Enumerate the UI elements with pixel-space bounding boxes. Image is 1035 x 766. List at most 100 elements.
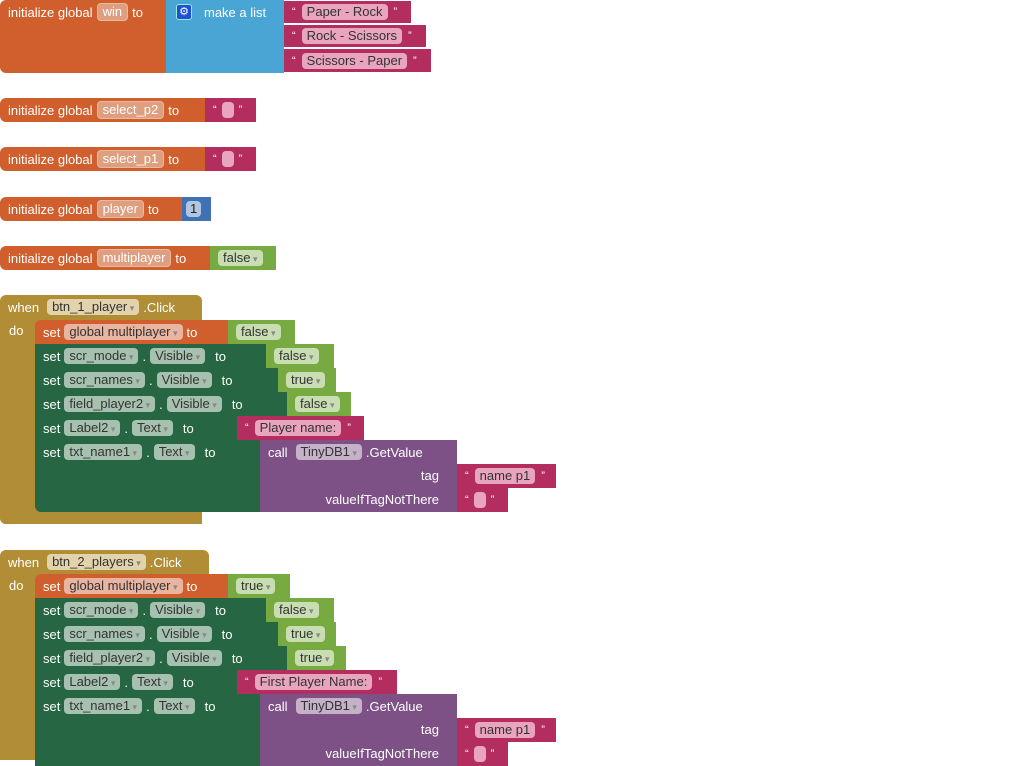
property-dropdown[interactable]: Visible [166,650,222,666]
tinydb-getvalue-call[interactable]: call TinyDB1 .GetValue tag valueIfTagNot… [260,440,457,512]
set-scr-mode-visible-statement[interactable]: set scr_mode . Visible to [35,598,266,622]
property-dropdown[interactable]: Visible [150,348,206,364]
boolean-dropdown[interactable]: true [286,626,326,642]
component-dropdown[interactable]: txt_name1 [64,444,143,460]
component-dropdown[interactable]: scr_names [64,626,145,642]
when-label: when [8,554,40,570]
var-name-field[interactable]: multiplayer [96,249,172,267]
boolean-dropdown[interactable]: false [236,324,281,340]
text-block[interactable]: “ Player name: ” [237,416,364,440]
set-global-multiplayer-statement[interactable]: set global multiplayer to [35,574,228,598]
boolean-block[interactable]: false [266,344,334,368]
property-dropdown[interactable]: Visible [156,626,212,642]
var-name-field[interactable]: select_p1 [96,150,165,168]
boolean-block[interactable]: false [210,246,276,270]
set-global-multiplayer-statement[interactable]: set global multiplayer to [35,320,228,344]
text-field[interactable]: Rock - Scissors [301,28,402,44]
text-field[interactable] [221,102,234,118]
empty-text-block[interactable]: “ ” [457,742,508,766]
tinydb-getvalue-call[interactable]: call TinyDB1 .GetValue tag valueIfTagNot… [260,694,457,766]
text-field[interactable]: Scissors - Paper [301,52,408,69]
property-dropdown[interactable]: Text [153,698,195,714]
text-block[interactable]: “ Scissors - Paper ” [284,49,431,72]
set-label: set [43,348,61,364]
empty-text-block[interactable]: “ ” [205,147,256,171]
component-dropdown[interactable]: TinyDB1 [295,444,362,460]
text-block[interactable]: “ Paper - Rock ” [284,1,411,23]
boolean-block[interactable]: false [228,320,295,344]
text-field[interactable] [221,151,234,167]
component-dropdown[interactable]: Label2 [64,420,121,436]
quote-close-icon: ” [541,724,545,736]
text-field[interactable] [473,492,486,508]
component-dropdown[interactable]: scr_mode [64,602,139,618]
property-dropdown[interactable]: Visible [150,602,206,618]
component-dropdown[interactable]: TinyDB1 [295,698,362,714]
property-dropdown[interactable]: Text [132,420,173,436]
text-block[interactable]: “ name p1 ” [457,464,556,488]
text-field[interactable]: name p1 [474,722,536,738]
set-txt-name1-text-statement[interactable]: set txt_name1 . Text to [35,694,260,766]
init-global-player-block[interactable]: initialize global player to [0,197,182,221]
set-label2-text-statement[interactable]: set Label2 . Text to [35,416,237,440]
text-field[interactable] [473,746,486,762]
text-field[interactable]: Paper - Rock [301,4,388,20]
component-dropdown[interactable]: Label2 [64,674,121,690]
boolean-dropdown[interactable]: true [286,372,326,388]
boolean-dropdown[interactable]: false [274,348,319,364]
component-dropdown[interactable]: btn_2_players [47,554,146,570]
boolean-dropdown[interactable]: true [295,650,335,666]
empty-text-block[interactable]: “ ” [205,98,256,122]
boolean-block[interactable]: true [278,368,336,392]
component-dropdown[interactable]: txt_name1 [64,698,143,714]
set-txt-name1-text-statement[interactable]: set txt_name1 . Text to [35,440,260,512]
text-block[interactable]: “ First Player Name: ” [237,670,397,694]
component-dropdown[interactable]: field_player2 [64,650,156,666]
text-block[interactable]: “ name p1 ” [457,718,556,742]
boolean-block[interactable]: true [287,646,346,670]
init-global-select-p1-block[interactable]: initialize global select_p1 to [0,147,205,171]
set-label2-text-statement[interactable]: set Label2 . Text to [35,670,237,694]
variable-dropdown[interactable]: global multiplayer [64,324,183,340]
make-a-list-block[interactable]: ⚙ make a list [166,0,284,73]
quote-open-icon: “ [245,676,249,688]
boolean-block[interactable]: false [287,392,351,416]
boolean-dropdown[interactable]: true [236,578,276,594]
var-name-field[interactable]: select_p2 [96,101,165,119]
init-global-multiplayer-block[interactable]: initialize global multiplayer to [0,246,210,270]
set-field-player2-visible-statement[interactable]: set field_player2 . Visible to [35,646,287,670]
component-dropdown[interactable]: scr_mode [64,348,139,364]
boolean-dropdown[interactable]: false [218,250,263,266]
dot-label: . [124,674,129,690]
component-dropdown[interactable]: btn_1_player [47,299,140,315]
property-dropdown[interactable]: Text [132,674,173,690]
boolean-dropdown[interactable]: false [295,396,340,412]
set-scr-names-visible-statement[interactable]: set scr_names . Visible to [35,622,278,646]
boolean-block[interactable]: false [266,598,334,622]
component-dropdown[interactable]: scr_names [64,372,145,388]
tag-label: tag [420,468,439,483]
boolean-dropdown[interactable]: false [274,602,319,618]
empty-text-block[interactable]: “ ” [457,488,508,512]
set-scr-names-visible-statement[interactable]: set scr_names . Visible to [35,368,278,392]
number-field[interactable]: 1 [186,201,202,217]
text-field[interactable]: name p1 [474,468,536,484]
boolean-block[interactable]: true [228,574,290,598]
gear-icon[interactable]: ⚙ [176,4,192,20]
text-field[interactable]: Player name: [254,420,342,436]
var-name-field[interactable]: player [96,200,144,218]
property-dropdown[interactable]: Visible [166,396,222,412]
init-global-select-p2-block[interactable]: initialize global select_p2 to [0,98,205,122]
number-block[interactable]: 1 [182,197,211,221]
text-block[interactable]: “ Rock - Scissors ” [284,25,426,47]
set-field-player2-visible-statement[interactable]: set field_player2 . Visible to [35,392,287,416]
variable-dropdown[interactable]: global multiplayer [64,578,183,594]
boolean-block[interactable]: true [278,622,336,646]
init-global-win-block[interactable]: initialize global win to [0,0,168,73]
property-dropdown[interactable]: Text [153,444,195,460]
property-dropdown[interactable]: Visible [156,372,212,388]
set-scr-mode-visible-statement[interactable]: set scr_mode . Visible to [35,344,266,368]
component-dropdown[interactable]: field_player2 [64,396,156,412]
var-name-field[interactable]: win [96,3,129,21]
text-field[interactable]: First Player Name: [254,674,373,690]
